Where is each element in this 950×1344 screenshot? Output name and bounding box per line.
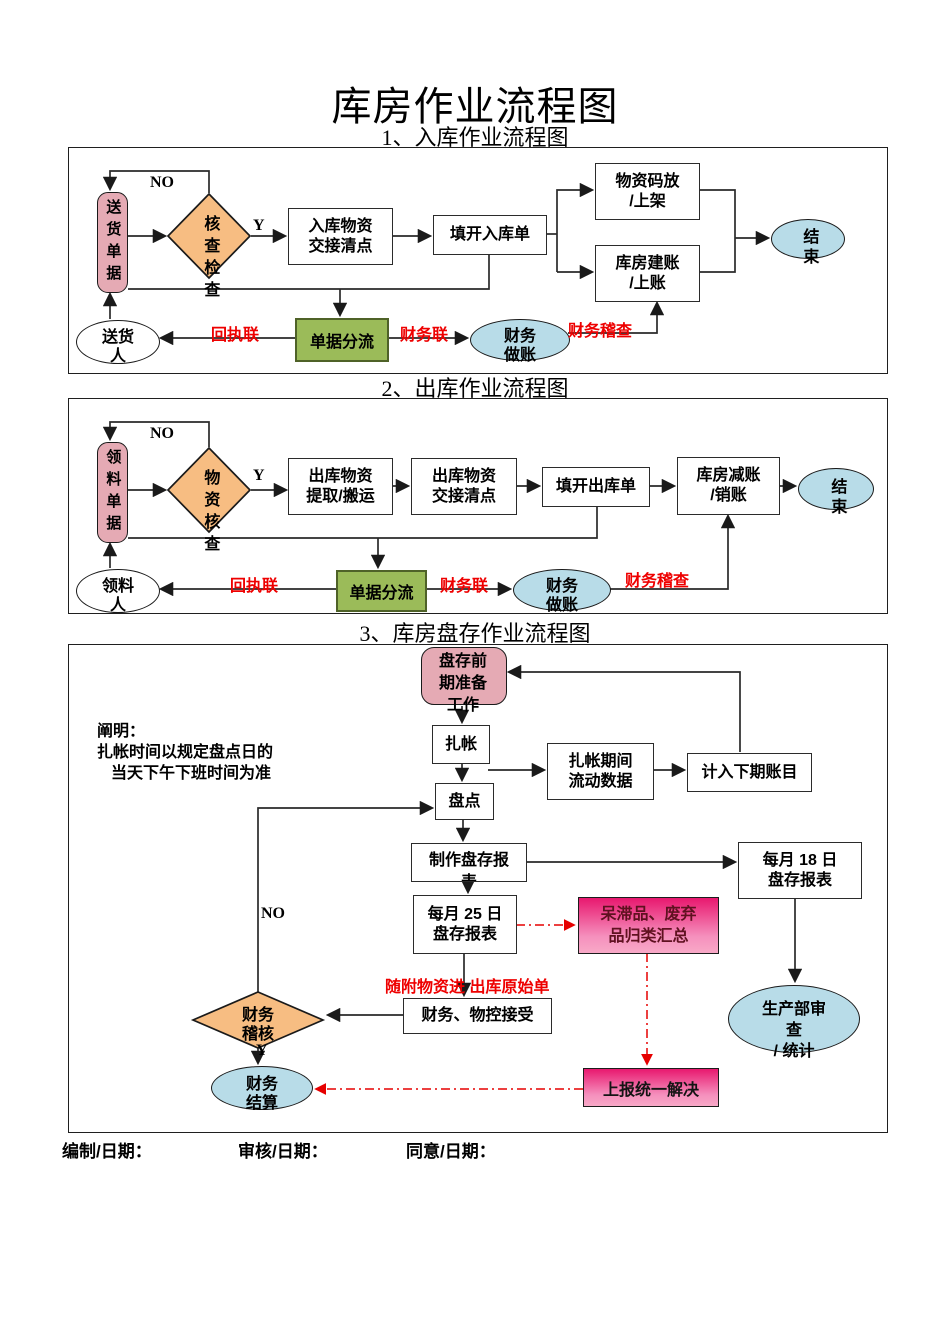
check-diamond-shape-2 — [166, 446, 252, 534]
section1-frame — [68, 147, 888, 374]
footer-prepared-by: 编制/日期： — [62, 1142, 152, 1161]
end-ellipse-1: 结束 — [771, 219, 845, 268]
stocktake-box: 盘点 — [435, 783, 494, 820]
section1-title: 1、入库作业流程图 — [381, 125, 569, 150]
end-ellipse-2: 结束 — [798, 468, 874, 518]
finance-copy-label-2: 财务联 — [440, 578, 489, 595]
check-diamond-shape-1 — [166, 192, 252, 280]
delivery-doc-node: 送货单据 — [97, 192, 128, 293]
tie-period-data-box: 扎帐期间流动数据 — [547, 743, 654, 800]
finance-audit-label-1: 财务稽查 — [568, 323, 633, 340]
pick-move-box: 出库物资提取/搬运 — [288, 458, 393, 515]
ledger-reduce-box: 库房减账/销账 — [677, 457, 780, 515]
make-report-box: 制作盘存报 表 — [411, 843, 527, 882]
tie-account-box: 扎帐 — [432, 725, 490, 764]
section3-frame — [68, 644, 888, 1133]
report-18th-box: 每月 18 日盘存报表 — [738, 842, 862, 899]
next-period-ledger-box: 计入下期账目 — [687, 753, 812, 792]
check-diamond-text-1: 核查检查 — [201, 215, 219, 303]
finance-account-ellipse-2: 财务做账 — [513, 569, 611, 614]
inventory-prep-node — [421, 647, 507, 705]
audit-diamond-shape — [190, 991, 326, 1049]
obsolete-scrap-box: 呆滞品、废弃品归类汇总 — [578, 897, 719, 954]
fill-outbound-box: 填开出库单 — [542, 467, 650, 507]
no-label-2: NO — [150, 425, 174, 442]
report-25th-box: 每月 25 日盘存报表 — [413, 895, 517, 954]
section2-frame — [68, 398, 888, 614]
finance-settle-ellipse: 财务结算 — [211, 1066, 313, 1112]
yes-label-1: Y — [253, 217, 265, 234]
yes-label-2: Y — [253, 467, 265, 484]
receipt-copy-label-2: 回执联 — [230, 578, 279, 595]
report-unified-solve-box: 上报统一解决 — [583, 1068, 719, 1107]
section2-lines — [102, 421, 798, 597]
section1-lines — [102, 170, 771, 346]
receive-check-box: 入库物资交接清点 — [288, 208, 393, 265]
inventory-prep-text: 盘存前期准备工作 — [438, 653, 487, 714]
check-diamond-text-2: 物资核查 — [201, 469, 219, 557]
decision-diamonds — [166, 192, 326, 1049]
handover-check-box: 出库物资交接清点 — [411, 458, 517, 515]
picker-ellipse: 领料人 — [76, 569, 160, 614]
yes-label-3: Y — [256, 1042, 268, 1059]
footer-reviewed-by: 审核/日期： — [238, 1142, 328, 1161]
finance-audit-label-2: 财务稽查 — [625, 573, 690, 590]
attach-original-doc-label: 随附物资进 出库原始单 — [385, 979, 550, 996]
fill-inbound-box: 填开入库单 — [433, 215, 547, 255]
section3-red-dashed-lines — [314, 919, 653, 1095]
doc-split-box-2: 单据分流 — [336, 570, 427, 612]
no-label-1: NO — [150, 174, 174, 191]
page-title: 库房作业流程图 — [331, 84, 619, 129]
no-label-3: NO — [261, 905, 285, 922]
deliverer-ellipse: 送货人 — [76, 320, 160, 365]
ledger-build-box: 库房建账/上账 — [595, 245, 700, 302]
finance-account-ellipse-1: 财务做账 — [470, 319, 570, 364]
finance-copy-label-1: 财务联 — [400, 327, 449, 344]
footer-approved-by: 同意/日期： — [406, 1142, 496, 1161]
stack-shelve-box: 物资码放/上架 — [595, 163, 700, 220]
production-review-ellipse: 生产部审查/ 统计 — [728, 985, 860, 1060]
audit-diamond-text: 财务稽核 — [241, 1007, 274, 1043]
clarify-note: 阐明： 扎帐时间以规定盘点日的 当天下午下班时间为准 — [97, 723, 274, 782]
receipt-copy-label-1: 回执联 — [211, 327, 260, 344]
material-doc-node: 领料单据 — [97, 442, 128, 543]
doc-split-box-1: 单据分流 — [295, 318, 389, 362]
section3-lines — [250, 664, 803, 1066]
section2-title: 2、出库作业流程图 — [381, 376, 569, 401]
section3-title: 3、库房盘存作业流程图 — [359, 621, 591, 646]
finance-material-accept-box: 财务、物控接受 — [403, 998, 552, 1034]
